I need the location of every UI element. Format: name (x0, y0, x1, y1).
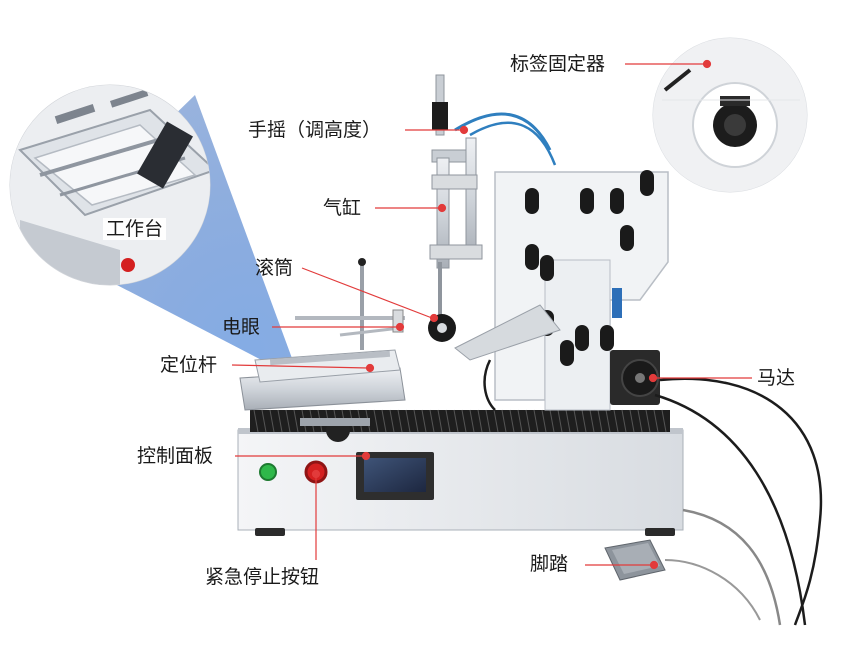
cables (483, 359, 823, 626)
vertical-column (429, 74, 557, 269)
roller-label: 滚筒 (255, 257, 294, 279)
label-holder-label: 标签固定器 (510, 53, 606, 75)
leader-lines (231, 59, 752, 570)
worktable-label: 工作台 (103, 218, 167, 240)
start-button (259, 463, 277, 481)
foot-pedal-label: 脚踏 (530, 553, 569, 575)
control-panel-screen (356, 452, 434, 500)
machine-base (237, 428, 684, 536)
photo-eye-label: 电眼 (222, 316, 261, 338)
motor-label: 马达 (757, 367, 796, 389)
cylinder-label: 气缸 (323, 197, 362, 219)
positioning-rod-label: 定位杆 (160, 354, 218, 376)
conveyor-comb (250, 409, 670, 433)
hand-crank-label: 手摇（调高度） (248, 119, 382, 141)
label-holder-inset (652, 37, 808, 193)
foot-pedal (604, 539, 761, 621)
motor (610, 350, 660, 405)
roller (428, 262, 456, 342)
control-panel-label: 控制面板 (137, 445, 214, 467)
emergency-stop-label: 紧急停止按钮 (205, 566, 320, 588)
label-head-plate (454, 170, 669, 411)
worktable (239, 349, 406, 442)
positioning-arm (295, 258, 405, 350)
